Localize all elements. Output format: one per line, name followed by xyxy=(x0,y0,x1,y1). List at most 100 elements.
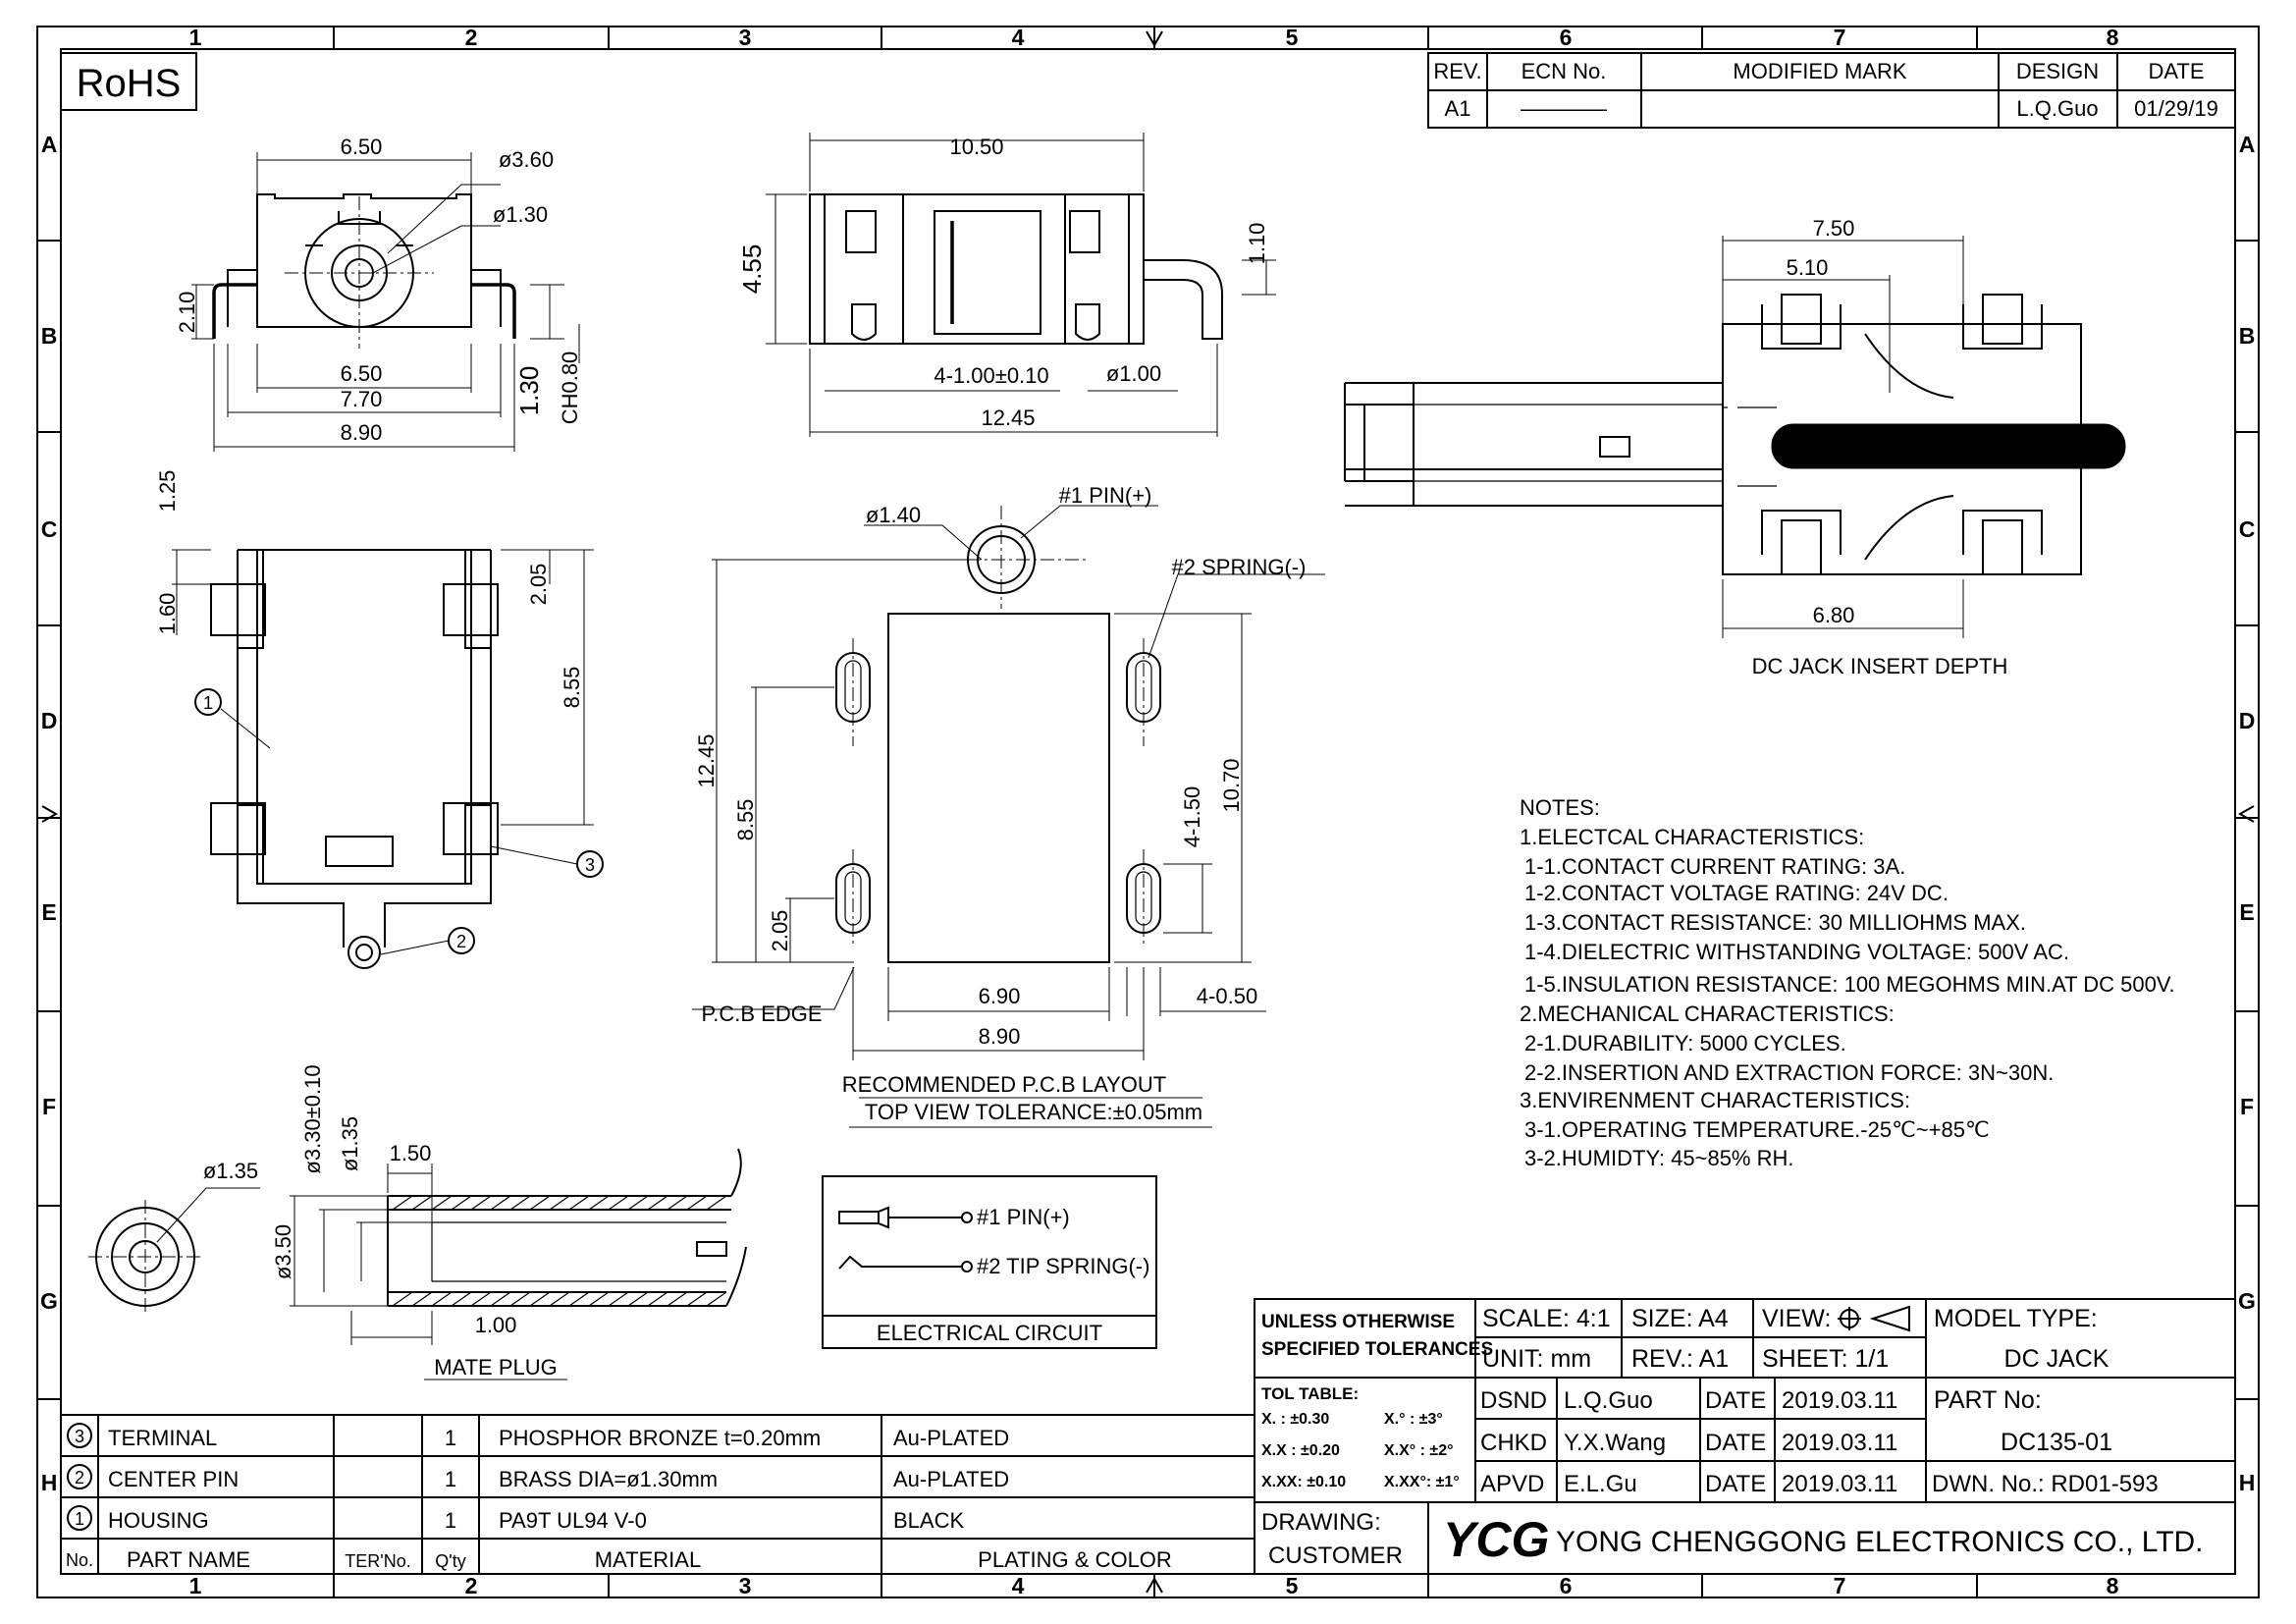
title-block: UNLESS OTHERWISE SPECIFIED TOLERANCES SC… xyxy=(1254,1298,2236,1575)
row-label: H xyxy=(2239,1470,2256,1495)
tb-unless: UNLESS OTHERWISE xyxy=(1261,1312,1455,1332)
bom-header: No. xyxy=(66,1550,93,1570)
bom-plating: Au-PLATED xyxy=(893,1426,1009,1450)
col-label: 6 xyxy=(1560,1573,1573,1598)
dim-label: 1.30 xyxy=(514,366,544,416)
row-label: C xyxy=(2239,516,2256,542)
circuit-pin1: #1 PIN(+) xyxy=(977,1205,1070,1229)
dim-label: 6.80 xyxy=(1813,603,1855,627)
note-line: 1-5.INSULATION RESISTANCE: 100 MEGOHMS M… xyxy=(1524,972,2175,997)
tb-sheet: SHEET: 1/1 xyxy=(1762,1345,1889,1373)
side-view: 10.50 4.55 1.10 4-1.00±0.10 ø1.00 12.45 xyxy=(737,133,1276,437)
rohs-label: RoHS xyxy=(77,62,182,105)
dim-label: 4-1.00±0.10 xyxy=(934,363,1048,388)
bom-header: PLATING & COLOR xyxy=(978,1547,1172,1572)
ecn-value: ———— xyxy=(1521,96,1607,121)
tb-date-label: DATE xyxy=(1705,1471,1766,1497)
col-label: 4 xyxy=(1012,1573,1025,1598)
bom-name: HOUSING xyxy=(108,1508,209,1533)
tb-dsnd-name: L.Q.Guo xyxy=(1564,1387,1653,1414)
bom-plating: Au-PLATED xyxy=(893,1467,1009,1491)
note-line: 3-2.HUMIDTY: 45~85% RH. xyxy=(1524,1146,1793,1170)
row-label: B xyxy=(41,323,58,349)
bom-header: MATERIAL xyxy=(595,1547,701,1572)
note-line: 1.ELECTCAL CHARACTERISTICS: xyxy=(1520,825,1864,849)
tb-tol-table: TOL TABLE: xyxy=(1261,1384,1359,1403)
bom-material: PA9T UL94 V-0 xyxy=(499,1508,647,1533)
dim-label: ø3.50 xyxy=(271,1224,295,1279)
date-header: DATE xyxy=(2148,59,2204,83)
col-label: 6 xyxy=(1560,25,1573,50)
row-label: E xyxy=(2239,899,2254,925)
bom-header: TER'No. xyxy=(345,1551,410,1571)
col-label: 8 xyxy=(2107,25,2119,50)
tb-dsnd: DSND xyxy=(1480,1387,1547,1414)
bom-header: PART NAME xyxy=(127,1547,250,1572)
tb-view: VIEW: xyxy=(1762,1305,1831,1332)
spring-label: #2 SPRING(-) xyxy=(1172,555,1307,579)
pin1-label: #1 PIN(+) xyxy=(1059,483,1152,508)
electrical-circuit: #1 PIN(+) #2 TIP SPRING(-) ELECTRICAL CI… xyxy=(822,1175,1157,1349)
col-label: 5 xyxy=(1286,25,1299,50)
note-line: NOTES: xyxy=(1520,795,1600,820)
tb-apvd: APVD xyxy=(1480,1471,1544,1497)
mate-plug-title: MATE PLUG xyxy=(434,1355,558,1380)
dim-label: 6.50 xyxy=(341,361,383,386)
dim-label: ø1.35 xyxy=(203,1159,258,1183)
row-label: F xyxy=(42,1094,56,1119)
dim-label: ø1.00 xyxy=(1106,361,1161,386)
dim-label: ø1.40 xyxy=(866,503,921,527)
mate-plug-view: ø1.35 ø3.30±0.10 ø1.35 1.50 ø3.50 1.00 M… xyxy=(88,1064,747,1380)
rev-header: REV. xyxy=(1433,59,1481,83)
dim-label: 4-1.50 xyxy=(1180,786,1204,847)
dim-label: ø3.30±0.10 xyxy=(300,1064,325,1173)
note-line: 1-3.CONTACT RESISTANCE: 30 MILLIOHMS MAX… xyxy=(1524,910,2026,935)
note-line: 1-4.DIELECTRIC WITHSTANDING VOLTAGE: 500… xyxy=(1524,940,2069,964)
row-label: H xyxy=(41,1470,58,1495)
row-label: C xyxy=(41,516,58,542)
bom-plating: BLACK xyxy=(893,1508,964,1533)
company-name: YONG CHENGGONG ELECTRONICS CO., LTD. xyxy=(1556,1526,2204,1558)
tb-tol: X.XX: ±0.10 xyxy=(1261,1474,1346,1490)
tb-model-label: MODEL TYPE: xyxy=(1934,1305,2098,1332)
bottom-view: 1.25 1.60 2.05 8.55 1 3 2 xyxy=(155,470,604,969)
note-line: 2-2.INSERTION AND EXTRACTION FORCE: 3N~3… xyxy=(1524,1060,2054,1085)
col-label: 7 xyxy=(1834,25,1846,50)
tb-rev: REV.: A1 xyxy=(1631,1345,1729,1373)
ecn-header: ECN No. xyxy=(1522,59,1607,83)
tb-scale: SCALE: 4:1 xyxy=(1482,1305,1611,1332)
tb-date-label: DATE xyxy=(1705,1387,1766,1414)
tb-tol: X.X : ±0.20 xyxy=(1261,1442,1340,1459)
company-logo: YCG xyxy=(1443,1512,1549,1567)
col-label: 3 xyxy=(739,1573,752,1598)
row-label: B xyxy=(2239,323,2256,349)
tb-size: SIZE: A4 xyxy=(1631,1305,1729,1332)
note-line: 1-1.CONTACT CURRENT RATING: 3A. xyxy=(1524,854,1905,879)
circuit-pin2: #2 TIP SPRING(-) xyxy=(977,1254,1149,1278)
bom-material: PHOSPHOR BRONZE t=0.20mm xyxy=(499,1426,821,1450)
tb-tol: X.XX°: ±1° xyxy=(1384,1474,1460,1490)
tb-tol: X. : ±0.30 xyxy=(1261,1411,1329,1428)
note-line: 1-2.CONTACT VOLTAGE RATING: 24V DC. xyxy=(1524,881,1949,905)
bom-table: 3 2 1 TERMINAL CENTER PIN HOUSING 1 1 1 … xyxy=(61,1414,1255,1574)
row-label: D xyxy=(41,708,58,733)
dim-label: 12.45 xyxy=(981,406,1035,430)
row-label: F xyxy=(2240,1094,2254,1119)
dim-label: 2.05 xyxy=(526,564,551,606)
pcb-edge-label: P.C.B EDGE xyxy=(701,1001,822,1026)
rohs-mark: RoHS xyxy=(60,52,197,111)
tb-tol: X.° : ±3° xyxy=(1384,1411,1443,1428)
dim-label: 1.60 xyxy=(155,593,180,635)
grid-col-labels: 1 2 3 4 5 6 7 8 1 2 3 4 5 6 7 8 xyxy=(189,25,2119,1598)
col-label: 4 xyxy=(1012,25,1025,50)
tb-chkd: CHKD xyxy=(1480,1430,1547,1456)
tb-date-label: DATE xyxy=(1705,1430,1766,1456)
mark-header: MODIFIED MARK xyxy=(1733,59,1907,83)
revision-table: REV. ECN No. MODIFIED MARK DESIGN DATE A… xyxy=(1427,52,2236,129)
pcb-layout: ø1.40 #1 PIN(+) #2 SPRING(-) 12.45 8.55 … xyxy=(692,483,1325,1128)
insert-depth-title: DC JACK INSERT DEPTH xyxy=(1752,654,2008,678)
row-label: G xyxy=(40,1288,58,1314)
projection-icon xyxy=(1838,1305,1910,1332)
design-header: DESIGN xyxy=(2016,59,2099,83)
